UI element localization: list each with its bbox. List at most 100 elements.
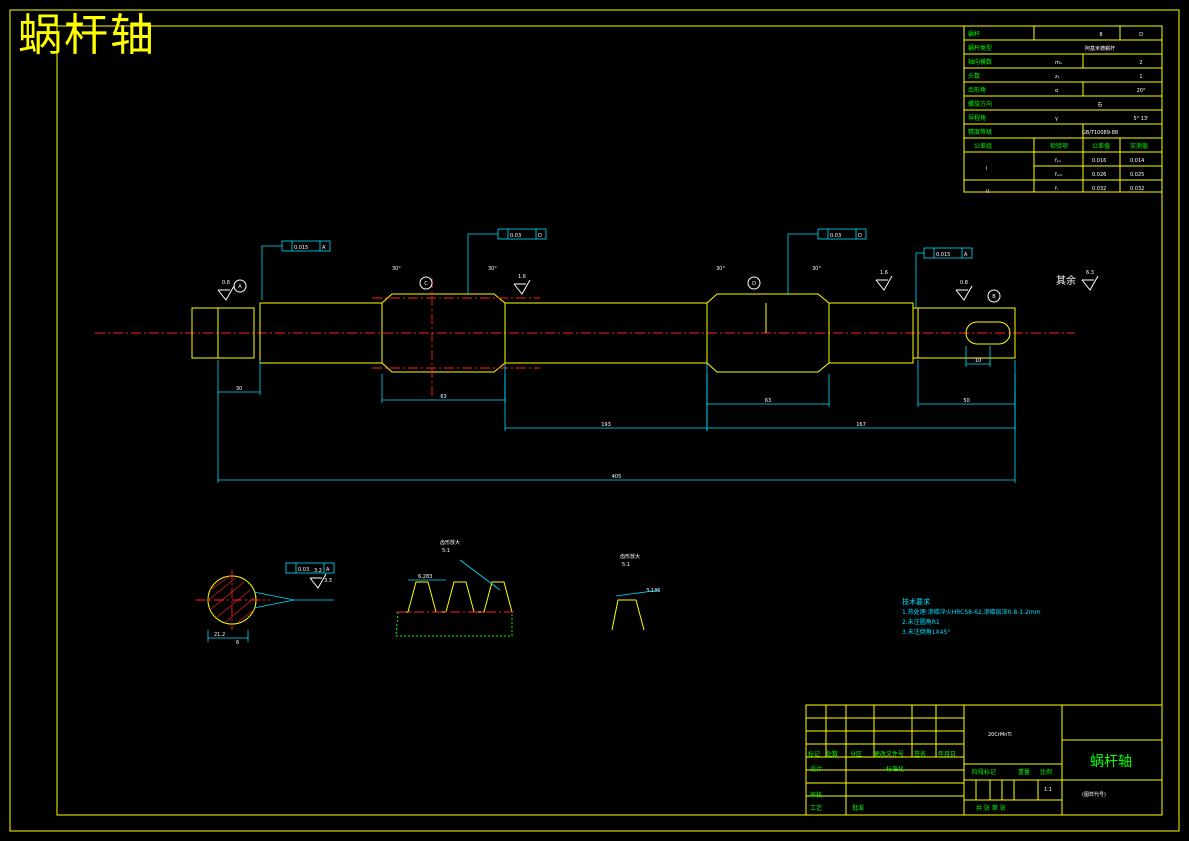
param-label: 导程角 xyxy=(968,114,986,122)
roughness-value: 3.2 xyxy=(314,568,322,574)
tb-scale: 1:1 xyxy=(1044,787,1052,793)
datum-label: D xyxy=(752,281,756,287)
tb-stage-0: 阶段标记 xyxy=(972,768,996,776)
param-symbol: α xyxy=(1055,88,1059,94)
param-symbol: z₁ xyxy=(1055,74,1060,80)
tooth-view-scale: 5:1 xyxy=(442,548,450,554)
gdt-datum: A xyxy=(322,245,326,251)
gdt-value: 0.03 xyxy=(830,233,841,239)
tooth-profile-view-small: 齿形放大 5:1 xyxy=(611,553,661,631)
tolerance-header: 检验项 xyxy=(1050,142,1068,150)
tb-header-1: 处数 xyxy=(826,750,838,758)
drawing-number: (图样代号) xyxy=(1082,791,1106,798)
roughness-value: 0.8 xyxy=(960,280,968,286)
dimension-text: 3.3 xyxy=(324,578,332,584)
tb-role-2: 审核 xyxy=(810,791,822,799)
dimension-text: 63 xyxy=(440,394,446,400)
roughness-value: 6.3 xyxy=(1086,270,1094,276)
tb-header-2: 分区 xyxy=(850,750,862,758)
gdt-value: 0.015 xyxy=(294,245,308,251)
param-value: GB/T10089-88 xyxy=(1082,130,1118,136)
dimension-text: 50 xyxy=(963,398,969,404)
inner-frame xyxy=(56,25,1163,816)
param-value: 8 xyxy=(1099,32,1102,38)
dimension-text: 10 xyxy=(975,358,981,364)
tooth-view-small-scale: 5:1 xyxy=(622,562,630,568)
param-value: 2 xyxy=(1139,60,1142,66)
gdt-value: 0.03 xyxy=(510,233,521,239)
part-name: 蜗杆轴 xyxy=(1090,754,1132,770)
tolerance-group: I xyxy=(986,166,987,172)
tb-role-3: 工艺 xyxy=(810,804,822,812)
drawing-title-large: 蜗杆轴 xyxy=(18,10,156,61)
tolerance-item: fₚₓₗ xyxy=(1055,172,1062,178)
param-value: 阿基米德蜗杆 xyxy=(1085,45,1115,52)
tolerance-measured: 0.014 xyxy=(1130,158,1144,164)
param-value: D xyxy=(1139,32,1143,38)
tb-stage-1: 重量 xyxy=(1018,768,1030,776)
roughness-value: 0.8 xyxy=(222,280,230,286)
gdt-value: 0.015 xyxy=(936,252,950,258)
title-block: 蜗杆轴 20CrMnTi (图样代号) 标记 处数 分区 更改文件号 签名 年月… xyxy=(805,704,1163,816)
tb-stage-2: 比例 xyxy=(1040,768,1052,776)
param-value: 右 xyxy=(1097,101,1102,108)
technical-requirements: 技术要求 1.热处理:渗碳淬火HRC58-62,渗碳层深0.8-1.2mm 2.… xyxy=(902,597,1041,636)
dimension-text: 193 xyxy=(601,422,611,428)
tb-role-0: 设计 xyxy=(810,765,822,773)
tolerance-value: 0.032 xyxy=(1092,186,1106,192)
param-value: 20° xyxy=(1137,88,1146,94)
tolerance-header: 公差值 xyxy=(1092,142,1110,150)
tolerance-group: II xyxy=(986,189,989,195)
chamfer-angle: 30° xyxy=(392,266,401,272)
tooth-profile-view: 齿形放大 5:1 6.283 xyxy=(395,539,514,637)
datum-label: A xyxy=(238,284,242,290)
dimension-text: 167 xyxy=(856,422,866,428)
outer-frame xyxy=(9,9,1180,832)
gdt-datum: A xyxy=(326,567,330,573)
tooth-pitch: 6.283 xyxy=(418,574,432,580)
param-value: 1 xyxy=(1139,74,1142,80)
tolerance-header: 实测值 xyxy=(1130,142,1148,150)
param-label: 轴向模数 xyxy=(968,58,992,66)
dimension-text: 6 xyxy=(236,640,239,646)
dimension-text: 63 xyxy=(765,398,771,404)
tolerance-measured: 0.025 xyxy=(1130,172,1144,178)
param-symbol: γ xyxy=(1055,116,1058,122)
material: 20CrMnTi xyxy=(988,732,1012,738)
chamfer-angle: 30° xyxy=(716,266,725,272)
tb-role-1: 标准化 xyxy=(886,765,904,773)
roughness-value: 1.6 xyxy=(518,274,526,280)
dimension-text: 30 xyxy=(236,386,242,392)
tech-req-line-3: 3.未注倒角1X45° xyxy=(902,628,950,636)
tolerance-item: fᵣ xyxy=(1055,186,1059,192)
param-symbol: mₓ xyxy=(1055,60,1062,66)
tb-sheet: 共 张 第 张 xyxy=(976,804,1006,812)
tech-req-line-1: 1.热处理:渗碳淬火HRC58-62,渗碳层深0.8-1.2mm xyxy=(902,608,1041,616)
param-value: 5° 13' xyxy=(1133,116,1148,122)
tb-header-5: 年月日 xyxy=(938,750,956,758)
tolerance-item: fₚₓ xyxy=(1055,158,1061,164)
roughness-value: 1.6 xyxy=(880,270,888,276)
tolerance-header: 公差组 xyxy=(974,142,992,150)
tech-req-heading: 技术要求 xyxy=(902,597,930,606)
param-label: 齿形角 xyxy=(968,86,986,94)
keyway-section-view xyxy=(196,570,334,642)
tech-req-line-2: 2.未注圆角R1 xyxy=(902,618,940,626)
tb-header-0: 标记 xyxy=(808,750,820,758)
datum-label: B xyxy=(992,294,996,300)
tolerance-measured: 0.032 xyxy=(1130,186,1144,192)
param-label: 头数 xyxy=(968,72,980,80)
tb-header-4: 签名 xyxy=(914,750,926,758)
gdt-datum: A xyxy=(964,252,968,258)
chamfer-angle: 30° xyxy=(488,266,497,272)
tolerance-value: 0.016 xyxy=(1092,158,1106,164)
tb-header-3: 更改文件号 xyxy=(874,750,904,758)
param-label: 精度等级 xyxy=(968,128,992,136)
chamfer-angle: 30° xyxy=(812,266,821,272)
remainder-note: 其余 xyxy=(1056,274,1076,287)
tooth-view-small-label: 齿形放大 xyxy=(620,553,640,560)
param-label: 蜗杆类型 xyxy=(968,44,992,52)
tolerance-value: 0.026 xyxy=(1092,172,1106,178)
